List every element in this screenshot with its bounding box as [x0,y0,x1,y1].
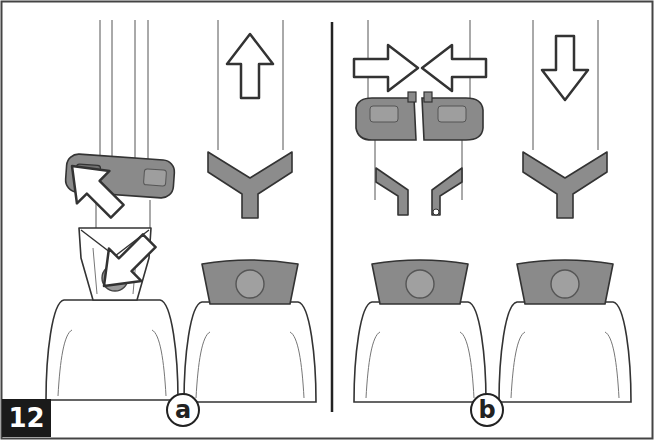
panel-letter-text: a [175,396,191,424]
panel-letter: a [166,393,200,427]
panel-letter-text: b [478,396,495,424]
panel-letter: b [470,393,504,427]
figure-number-text: 12 [8,403,44,433]
figure-number: 12 [2,399,51,437]
